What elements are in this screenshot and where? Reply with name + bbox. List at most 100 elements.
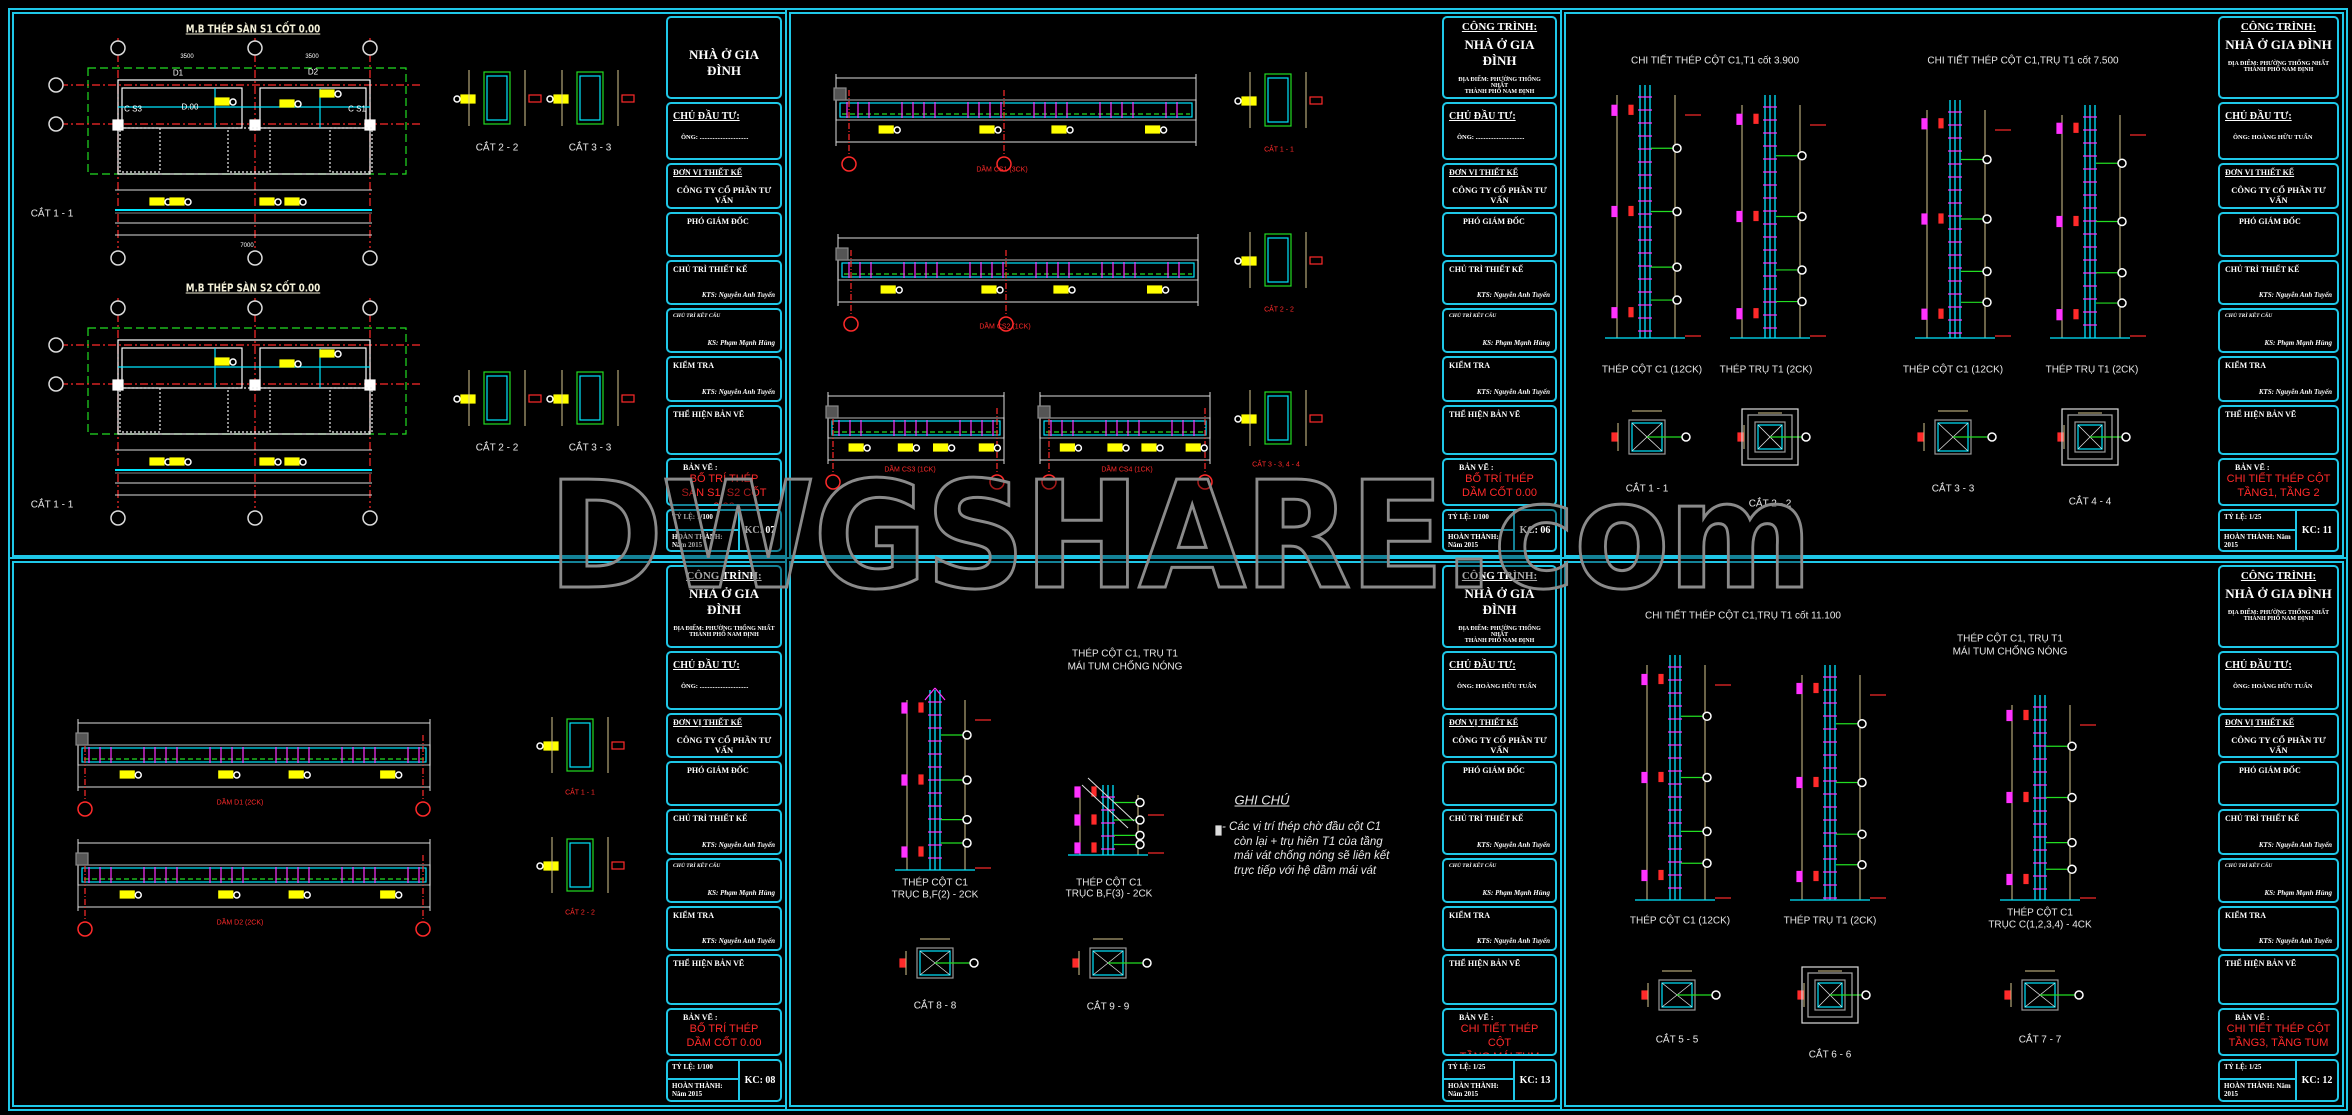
rebar-tag bbox=[1146, 285, 1163, 294]
owner-label: CHỦ ĐẦU TƯ: bbox=[673, 110, 740, 122]
rebar-mark-icon bbox=[294, 100, 302, 108]
slab-s2-opening bbox=[227, 387, 271, 433]
title-block-section: CHỦ ĐẦU TƯ:ÔNG: HOÀNG HỮU TUẤN bbox=[2218, 650, 2339, 710]
rebar-mark-icon bbox=[1681, 432, 1691, 442]
rebar-mark-icon bbox=[1982, 297, 1992, 308]
col-cut-4-dim-text bbox=[2057, 432, 2064, 442]
designer-company: CÔNG TY CỔ PHẦN TƯ VẤN bbox=[2231, 185, 2326, 206]
rebar-tag bbox=[897, 443, 914, 452]
rebar-tag bbox=[1107, 443, 1123, 452]
rebar-tag bbox=[279, 359, 295, 368]
project-name: NHÀ Ở GIA ĐÌNH bbox=[1464, 37, 1535, 68]
deputy-director-label: PHÓ GIÁM ĐỐC bbox=[1463, 216, 1525, 226]
title-block-section: THỂ HIỆN BẢN VẼ bbox=[1442, 954, 1557, 1005]
note-line: mái vát chống nóng sẽ liên kết bbox=[1234, 850, 1390, 862]
col-cut-2-outer bbox=[1741, 408, 1799, 466]
rebar-mark-icon bbox=[2117, 216, 2127, 227]
beam-cut-1-stirrup bbox=[1267, 77, 1289, 123]
title-block-section: THỂ HIỆN BẢN VẼ bbox=[666, 954, 782, 1005]
note-line: - Các vị trí thép chờ đầu cột C1 bbox=[1222, 821, 1382, 833]
rebar-mark-icon bbox=[1142, 958, 1152, 968]
project-label: CÔNG TRÌNH: bbox=[2240, 21, 2317, 33]
axis-bubble-icon bbox=[415, 801, 431, 817]
slab-tag-d2: D2 bbox=[307, 67, 319, 77]
sheet-frame-kc11 bbox=[1564, 12, 2344, 557]
column-c1-d-dim-text bbox=[2006, 873, 2013, 886]
rebar-tag bbox=[169, 197, 185, 206]
column-heading-7500: CHI TIẾT THÉP CỘT C1,TRỤ T1 cốt 7.500 bbox=[1927, 55, 2119, 67]
chief-designer-name: KTS: Nguyễn Anh Tuyến bbox=[1476, 291, 1550, 300]
drafter-label: THỂ HIỆN BẢN VẼ bbox=[2225, 959, 2297, 969]
column-c1-b-dim-text bbox=[1921, 118, 1928, 130]
project-name: NHÀ Ở GIA ĐÌNH bbox=[688, 47, 760, 78]
roof-col-a-dim-text bbox=[901, 702, 908, 714]
column-c1-b-cut-mark bbox=[1938, 308, 1944, 319]
beam-cut-d1-level bbox=[611, 741, 625, 750]
structural-lead-name: KS: Phạm Mạnh Hùng bbox=[707, 888, 776, 897]
slab-cut-3-level bbox=[621, 394, 635, 403]
checker-label: KIỂM TRA bbox=[1449, 361, 1490, 371]
slab-cut-2-stirrup bbox=[486, 375, 508, 421]
roof-heading-2: MÁI TUM CHỐNG NÓNG bbox=[1067, 661, 1183, 673]
rebar-mark-icon bbox=[2067, 792, 2077, 803]
slab-s1-opening bbox=[119, 127, 161, 173]
designer-label: ĐƠN VỊ THIẾT KẾ bbox=[673, 717, 743, 727]
title-block-section: THỂ HIỆN BẢN VẼ bbox=[1442, 404, 1557, 456]
rebar-tag bbox=[880, 285, 896, 294]
axis-bubble-icon bbox=[48, 77, 64, 93]
axis-bubble-icon bbox=[998, 316, 1014, 332]
project-city: THÀNH PHỐ NAM ĐỊNH bbox=[689, 632, 759, 638]
structural-lead-name: KS: Phạm Mạnh Hùng bbox=[2264, 339, 2333, 348]
slab-s1-opening bbox=[329, 127, 373, 173]
column-c1-b-dim-text bbox=[1921, 308, 1928, 320]
roof-col-a-dim-text bbox=[901, 774, 908, 786]
axis-bubble-icon bbox=[1197, 474, 1213, 490]
column-c1-c-cut-mark bbox=[1658, 673, 1664, 685]
rebar-mark-icon bbox=[2074, 990, 2084, 1000]
column-t1-a-dim-text bbox=[1736, 210, 1743, 223]
column-t1-a-dim-text bbox=[1736, 113, 1743, 125]
title-block-section: CHỦ TRÌ KẾT CẤU KS: Phạm Mạnh Hùng bbox=[2218, 857, 2339, 903]
beam-cut-1-level bbox=[1309, 96, 1323, 105]
rebar-tag bbox=[1053, 285, 1069, 294]
rebar-mark-icon bbox=[453, 95, 461, 103]
beam-cs2-support bbox=[835, 247, 849, 261]
checker-name: KTS: Nguyễn Anh Tuyến bbox=[2258, 387, 2332, 396]
col-cut-2-dim-text bbox=[1737, 432, 1744, 442]
rebar-tag bbox=[932, 443, 949, 452]
note-bullet bbox=[1215, 825, 1222, 836]
roof-col-a-dim-text bbox=[901, 846, 908, 858]
structural-lead-label: CHỦ TRÌ KẾT CẤU bbox=[2225, 862, 2273, 869]
rebar-mark-icon bbox=[2117, 158, 2127, 168]
title-block-section: NHÀ Ở GIA ĐÌNH bbox=[666, 16, 782, 99]
col-cut-4-outer bbox=[2067, 414, 2113, 460]
column-c1-a-cut-mark bbox=[1628, 205, 1634, 217]
rebar-mark-icon bbox=[274, 458, 282, 466]
rebar-tag bbox=[981, 285, 997, 294]
rebar-mark-icon bbox=[394, 771, 403, 779]
column-marker bbox=[249, 379, 261, 391]
title-block-section: CHỦ ĐẦU TƯ:ÔNG: HOÀNG HỮU TUẤN bbox=[1442, 650, 1557, 710]
column-c1-d-cut-mark bbox=[2023, 709, 2029, 721]
rebar-tag bbox=[553, 394, 569, 404]
structural-lead-name: KS: Phạm Mạnh Hùng bbox=[2264, 888, 2333, 897]
designer-company: CÔNG TY CỔ PHẦN TƯ VẤN bbox=[1452, 185, 1547, 206]
title-block-section: CHỦ ĐẦU TƯ:ÔNG: ........................… bbox=[666, 650, 782, 710]
column-c1-c-dim-text bbox=[1641, 869, 1648, 882]
beam-cut-2-bars bbox=[1264, 233, 1292, 287]
slab-cut-2-stirrup bbox=[486, 75, 508, 121]
slab-cut-2-level bbox=[528, 94, 542, 103]
slab-s1-opening bbox=[227, 127, 271, 173]
project-label: CÔNG TRÌNH: bbox=[1461, 21, 1538, 33]
roof-col-b-dim-text bbox=[1074, 842, 1081, 854]
beam-cs4-support bbox=[1037, 405, 1051, 419]
rebar-mark-icon bbox=[1672, 262, 1682, 272]
